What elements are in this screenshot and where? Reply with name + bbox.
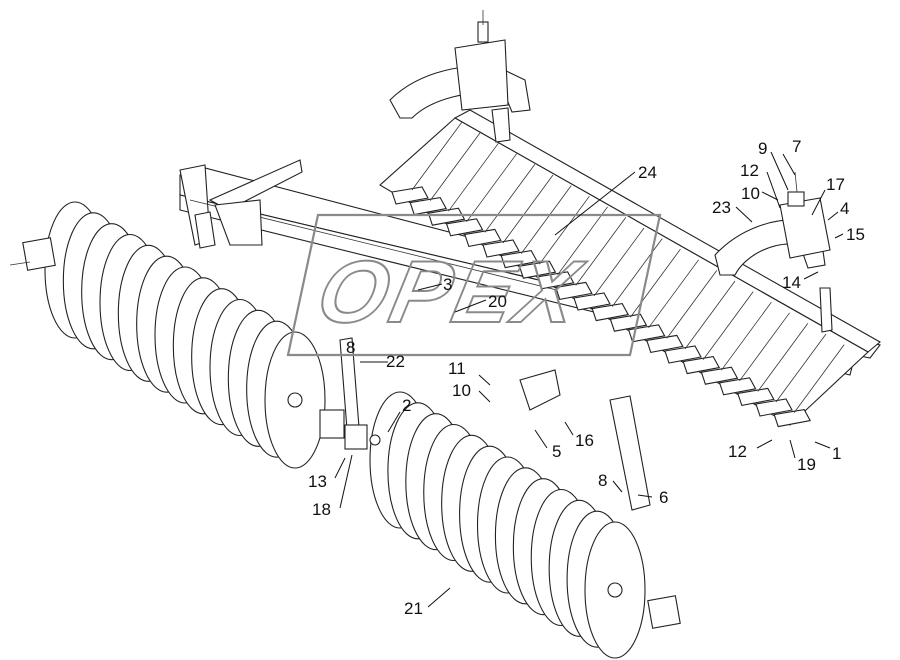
callout-19: 19	[797, 455, 816, 474]
harrow-tine	[500, 249, 539, 269]
callout-leaders	[334, 151, 844, 608]
tine-shank	[575, 217, 627, 286]
tine-shank	[557, 206, 608, 276]
tine-shank	[721, 301, 772, 371]
roller-hub	[607, 582, 623, 598]
callout-4: 4	[840, 199, 849, 218]
callout-15: 15	[846, 225, 865, 244]
harrow-tine	[627, 324, 666, 343]
callout-8-lower: 8	[598, 471, 607, 490]
callout-13: 13	[308, 472, 327, 491]
callout-10-lower: 10	[452, 381, 471, 400]
harrow-tine	[737, 387, 775, 407]
tine-shank	[520, 185, 572, 254]
harrow-tine	[773, 408, 812, 428]
callout-6: 6	[659, 488, 668, 507]
tine-shank	[539, 195, 590, 265]
tine-shank	[793, 344, 845, 413]
callout-2: 2	[402, 396, 411, 415]
tine-shank	[593, 227, 645, 297]
tine-shank	[411, 121, 463, 191]
tine-bar-assembly	[379, 109, 881, 428]
roller-left-coils	[44, 201, 326, 469]
tine-shank	[448, 142, 499, 212]
callout-10-upper: 10	[741, 184, 760, 203]
callout-7: 7	[792, 137, 801, 156]
harrow-tine	[445, 218, 484, 237]
harrow-tine	[700, 366, 739, 385]
callout-18: 18	[312, 500, 331, 519]
harrow-tine	[646, 334, 684, 354]
tine-shank	[429, 132, 481, 201]
harrow-tine	[573, 292, 611, 311]
callout-23: 23	[712, 198, 731, 217]
callout-12-lower: 12	[728, 442, 747, 461]
roller-arm-right	[519, 369, 651, 511]
roller-arm-left	[319, 337, 381, 450]
callout-24: 24	[638, 163, 657, 182]
callout-21: 21	[404, 599, 423, 618]
right-adjust-bracket	[714, 171, 833, 333]
harrow-tine	[482, 239, 520, 258]
callout-16: 16	[575, 431, 594, 450]
callout-12-upper: 12	[740, 161, 759, 180]
callout-22: 22	[386, 352, 405, 371]
left-spiral-roller	[9, 201, 326, 469]
harrow-tine	[555, 281, 593, 301]
tine-shank	[666, 270, 718, 339]
callout-9: 9	[758, 139, 767, 158]
tine-shank	[502, 174, 554, 244]
callout-11: 11	[448, 359, 466, 378]
harrow-tine	[536, 271, 575, 290]
harrow-tine	[718, 377, 757, 396]
callout-17: 17	[826, 175, 845, 194]
tine-shank	[611, 238, 663, 307]
left-beam-bracket	[194, 159, 303, 249]
harrow-tines	[391, 121, 845, 428]
callout-labels: 1 2 3 4 5 6 7 8 8 9 10 10 11 12 12 13 14…	[308, 137, 865, 618]
callout-14: 14	[782, 273, 801, 292]
callout-5: 5	[552, 442, 561, 461]
callout-8-upper: 8	[346, 338, 355, 357]
roller-right-coils	[369, 391, 646, 659]
harrow-tine	[682, 355, 721, 375]
tine-shank	[466, 153, 517, 223]
callout-20: 20	[488, 292, 507, 311]
harrow-tine	[391, 186, 429, 205]
tine-shank	[775, 333, 827, 403]
harrow-tine	[518, 260, 557, 279]
callout-3: 3	[443, 275, 452, 294]
roller-hub	[287, 392, 303, 408]
harrow-tine	[755, 398, 793, 417]
tine-shank	[648, 259, 699, 329]
harrow-tine	[664, 345, 702, 364]
tine-shank	[684, 280, 736, 350]
harrow-tine	[409, 196, 448, 216]
harrow-tine	[591, 302, 630, 322]
right-spiral-roller	[369, 391, 681, 659]
harrow-tine	[464, 228, 502, 248]
tine-shank	[757, 323, 809, 392]
tine-shank	[739, 312, 790, 382]
tine-shank	[630, 248, 681, 318]
harrow-tine	[427, 207, 466, 226]
opex-watermark: OPEX	[286, 213, 662, 357]
callout-1: 1	[832, 444, 841, 463]
tine-shank	[702, 291, 754, 360]
top-hitch-bracket	[389, 10, 531, 143]
tine-shank	[484, 164, 536, 233]
watermark-text: OPEX	[310, 242, 592, 341]
